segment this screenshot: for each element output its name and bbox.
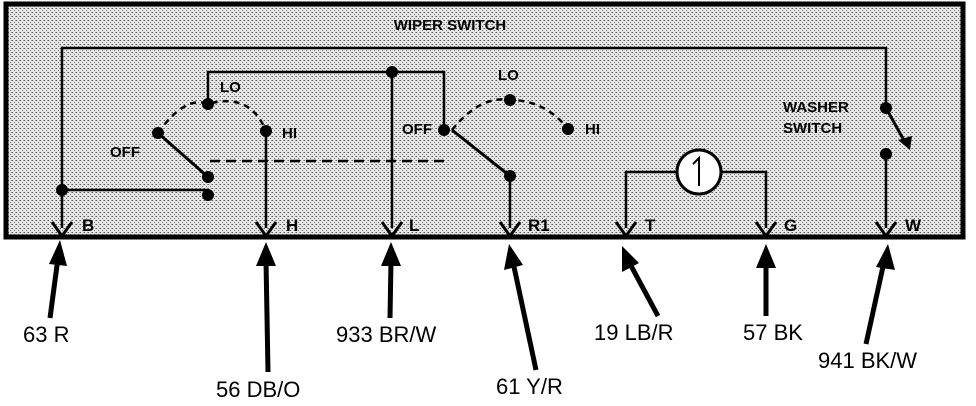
left-off-label: OFF (110, 144, 140, 161)
wire-56-db-o: 56 DB/O (216, 377, 300, 402)
terminal-h: H (286, 216, 298, 235)
terminal-marks (50, 221, 898, 239)
wire-933-br-w: 933 BR/W (336, 322, 436, 347)
wire-63-r: 63 R (23, 322, 69, 347)
terminal-b: B (82, 216, 94, 235)
wire-61-y-r: 61 Y/R (496, 374, 563, 399)
wire-19-lb-r: 19 LB/R (594, 320, 674, 345)
terminal-w: W (905, 216, 922, 235)
terminal-g: G (784, 216, 797, 235)
right-wiper-switch: OFF LO HI (386, 66, 600, 182)
terminal-t: T (645, 216, 656, 235)
wire-leaders (47, 240, 895, 373)
internal-wiring (60, 46, 888, 228)
motor-symbol (675, 148, 723, 196)
switch-title: WIPER SWITCH (394, 17, 507, 34)
wire-57-bk: 57 BK (743, 320, 803, 345)
terminal-r1: R1 (528, 216, 550, 235)
washer-switch: WASHER SWITCH (783, 99, 912, 160)
switch-housing (3, 1, 966, 240)
washer-label-line2: SWITCH (783, 120, 842, 137)
left-wiper-switch: OFF LO HI (56, 79, 297, 201)
washer-label-line1: WASHER (783, 99, 849, 116)
left-hi-label: HI (282, 125, 297, 142)
left-lo-label: LO (220, 79, 241, 96)
right-lo-label: LO (498, 67, 519, 84)
wire-941-bk-w: 941 BK/W (818, 348, 917, 373)
right-off-label: OFF (402, 121, 432, 138)
right-hi-label: HI (585, 121, 600, 138)
terminal-l: L (409, 216, 419, 235)
